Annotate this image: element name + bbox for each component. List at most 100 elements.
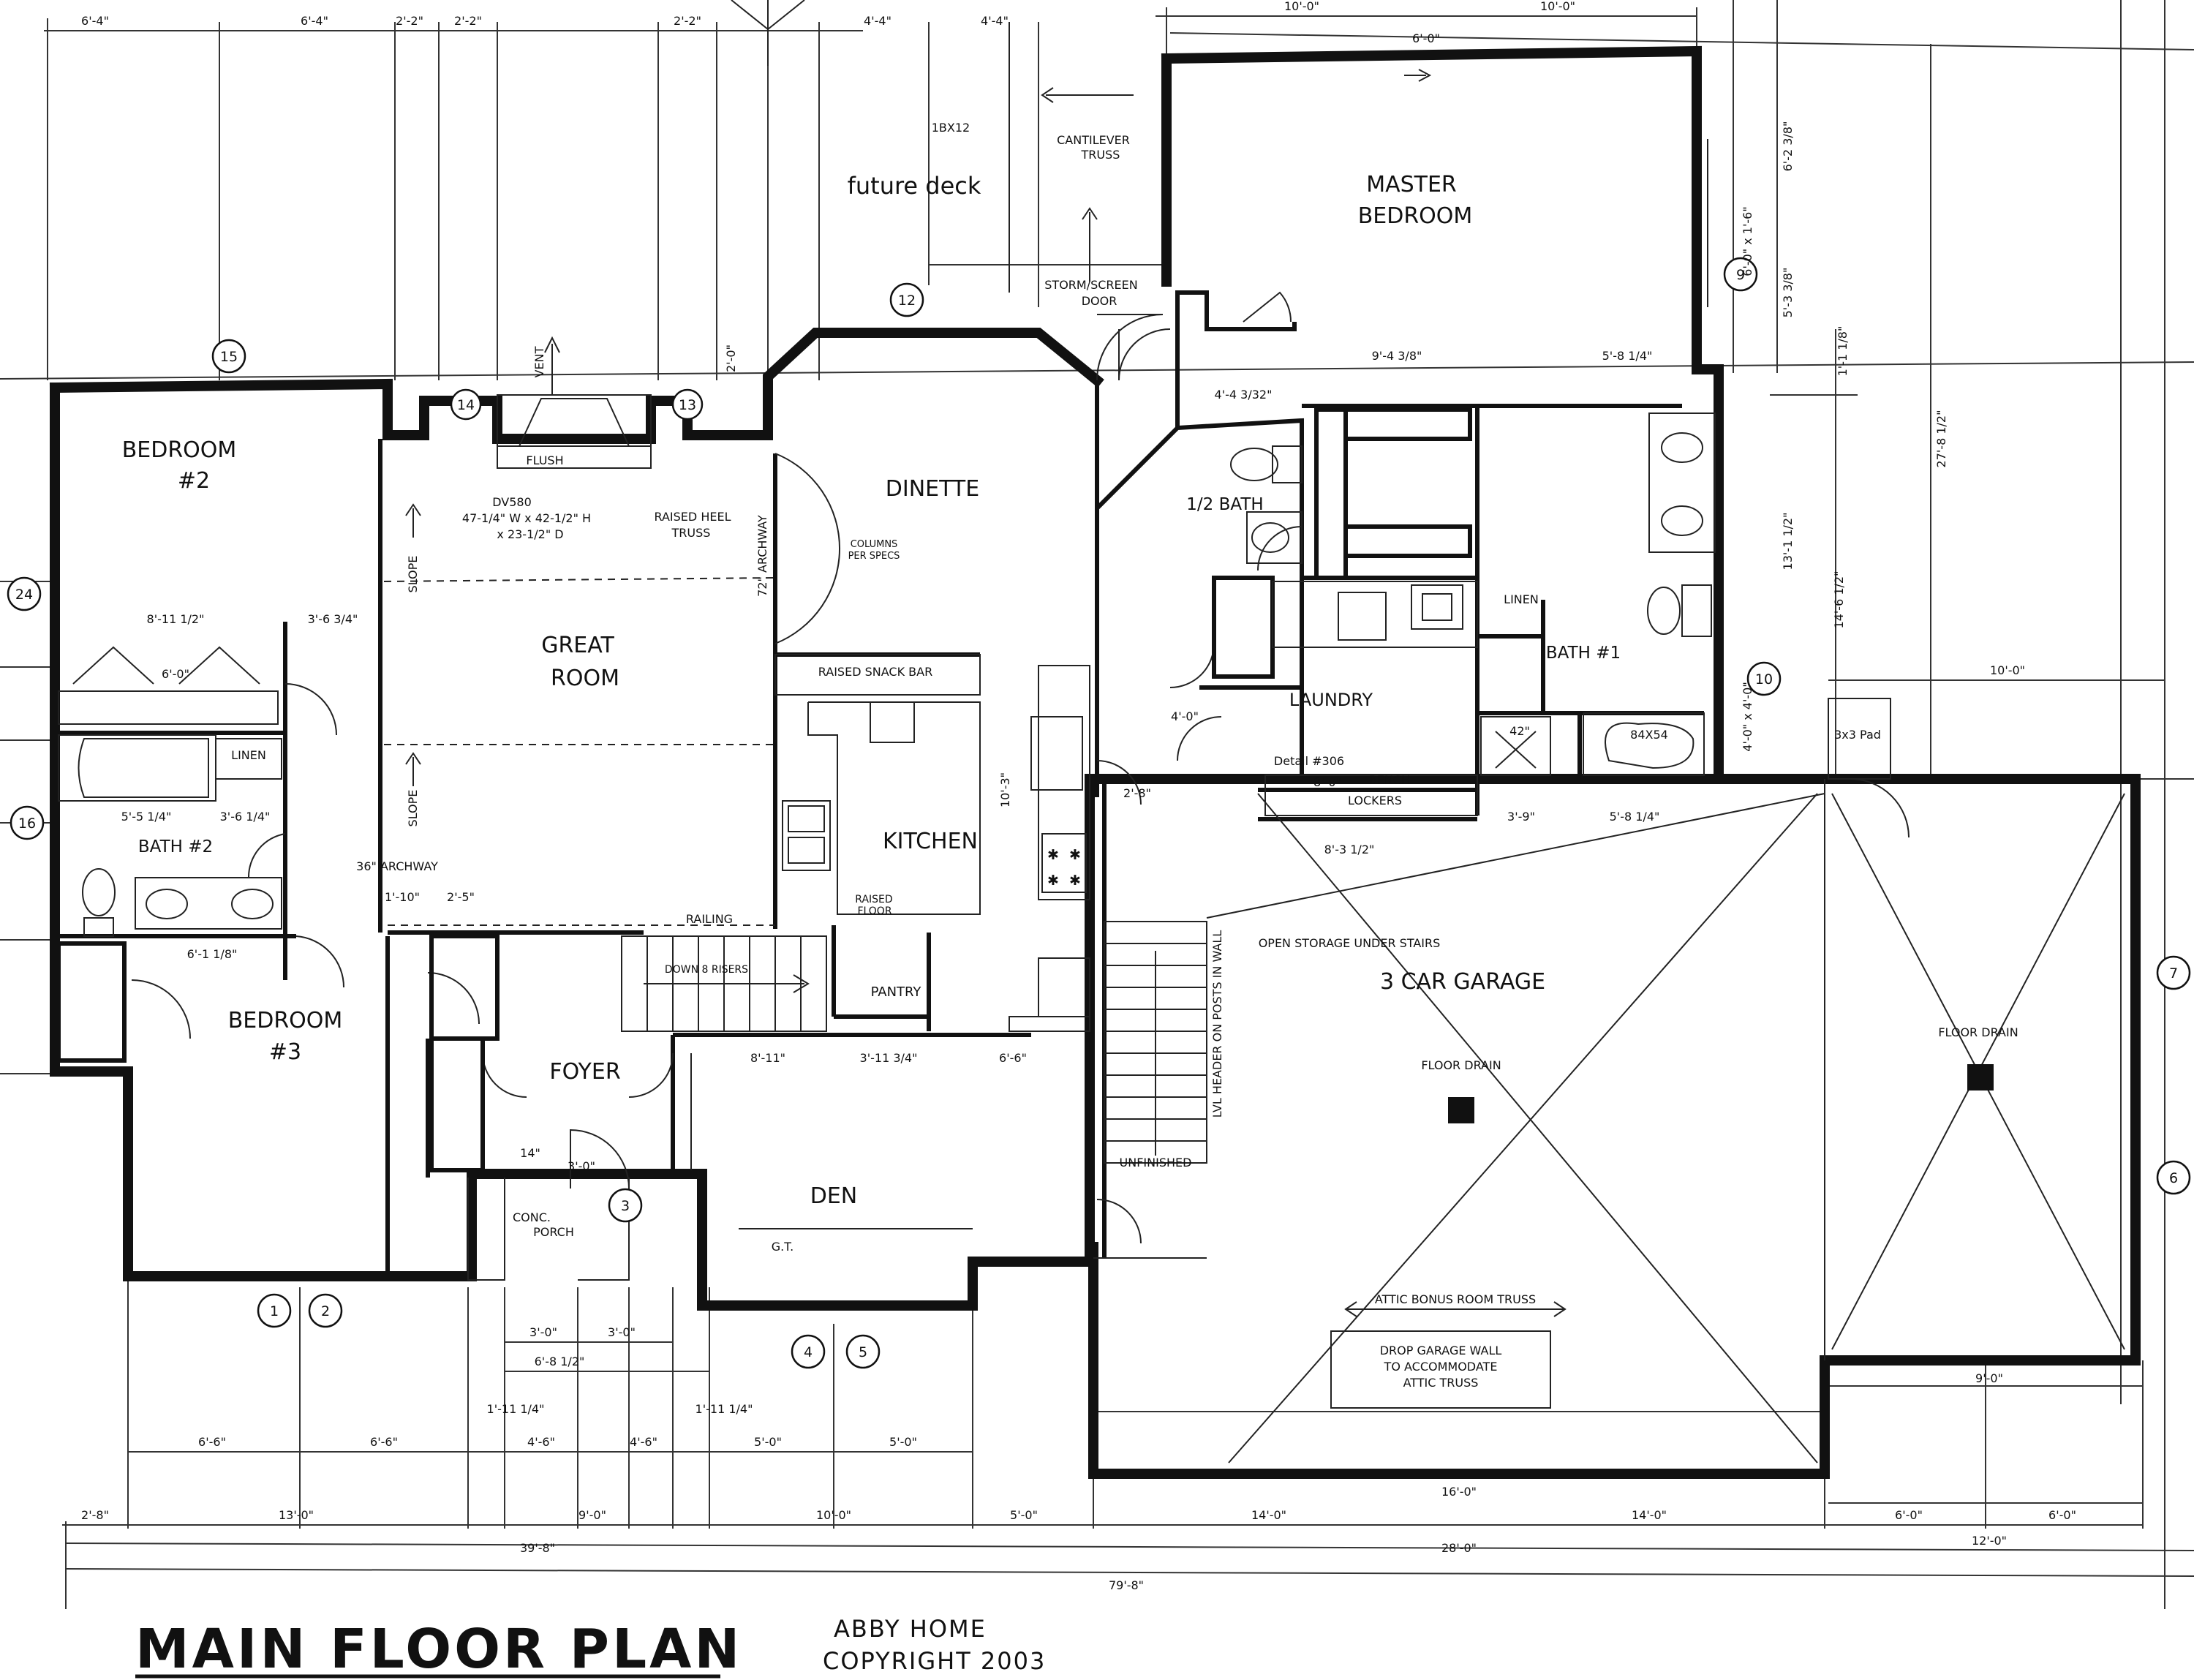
dim-int-21: 8'-0"	[1313, 775, 1341, 789]
label-porch-a: CONC.	[513, 1210, 551, 1224]
dim-b2-1: 2'-8"	[81, 1508, 109, 1522]
note-cantilever-1: CANTILEVER	[1057, 133, 1130, 147]
dim-int-17: 3'-9"	[1507, 810, 1535, 824]
label-linen-bath2: LINEN	[231, 748, 266, 762]
label-den: DEN	[810, 1183, 858, 1209]
label-foyer: FOYER	[549, 1059, 620, 1085]
note-archway-72: 72" ARCHWAY	[755, 515, 769, 597]
bubble-9: 9	[1736, 267, 1745, 283]
dim-b1-4: 4'-6"	[630, 1435, 657, 1449]
note-pad: 3x3 Pad	[1834, 728, 1881, 742]
dim-porch-2: 3'-0"	[608, 1325, 636, 1339]
note-slope-bottom: SLOPE	[406, 790, 420, 827]
svg-text:✱: ✱	[1069, 873, 1081, 889]
bubble-1: 1	[270, 1303, 279, 1319]
note-bench: BENCH	[1369, 773, 1410, 787]
dim-b2-8: 14'-0"	[1632, 1508, 1667, 1522]
dim-int-5: 3'-6 1/4"	[220, 810, 271, 824]
dim-int-10: 3'-11 3/4"	[860, 1051, 918, 1065]
dim-b2-9: 6'-0"	[1895, 1508, 1923, 1522]
bubble-14: 14	[457, 397, 475, 413]
garage-interior	[1093, 698, 2125, 1464]
grid-bubbles: 15 14 13 12 9 24 16 10 7 6 3 1 2 4 5	[7, 257, 2191, 1369]
label-great-room-a: GREAT	[541, 633, 614, 658]
note-fireplace-3: x 23-1/2" D	[497, 527, 563, 541]
dim-int-3: 6'-0"	[162, 667, 189, 681]
dim-b2-10: 6'-0"	[2048, 1508, 2076, 1522]
label-garage: 3 CAR GARAGE	[1380, 969, 1545, 995]
dim-top-9: 10'-0"	[1540, 0, 1575, 13]
note-lockers: LOCKERS	[1348, 794, 1402, 807]
dim-b3-2: 28'-0"	[1441, 1541, 1477, 1555]
dim-b1-3: 4'-6"	[527, 1435, 555, 1449]
note-fireplace-2: 47-1/4" W x 42-1/2" H	[462, 511, 591, 525]
label-laundry: LAUNDRY	[1289, 690, 1373, 710]
dim-b1-1: 6'-6"	[198, 1435, 226, 1449]
stairs-down	[621, 935, 827, 1032]
label-porch-b: PORCH	[533, 1225, 574, 1239]
label-bath1: BATH #1	[1546, 644, 1621, 663]
note-raised-floor-2: FLOOR	[857, 905, 891, 917]
note-storm-1: STORM/SCREEN	[1044, 278, 1137, 292]
note-drop-wall-1: DROP GARAGE WALL	[1380, 1344, 1502, 1357]
note-slope-top: SLOPE	[406, 556, 420, 593]
note-tub: 84X54	[1630, 728, 1668, 742]
dim-int-23: 2'-8"	[1123, 786, 1151, 800]
svg-text:✱: ✱	[1047, 847, 1059, 863]
label-bath2: BATH #2	[138, 837, 213, 856]
bubble-4: 4	[804, 1344, 813, 1360]
dim-r-4: 27'-8 1/2"	[1934, 410, 1948, 468]
dim-porch-4: 1'-11 1/4"	[487, 1402, 545, 1416]
bubble-5: 5	[859, 1344, 867, 1360]
note-railing: RAILING	[686, 912, 733, 926]
bubble-6: 6	[2169, 1170, 2178, 1186]
dim-int-7: 2'-5"	[447, 890, 475, 904]
dim-int-9: 8'-11"	[750, 1051, 785, 1065]
dim-r-3: 1'-1 1/8"	[1836, 326, 1850, 377]
dim-int-19: 10'-0"	[1990, 663, 2025, 677]
dim-int-20: 9'-0"	[1975, 1371, 2003, 1385]
note-detail: Detail #306	[1274, 754, 1344, 768]
label-unfinished: UNFINISHED	[1120, 1156, 1192, 1169]
dim-int-8: 1'-10"	[385, 890, 420, 904]
note-columns-1: COLUMNS	[851, 539, 898, 550]
note-lvl-header: LVL HEADER ON POSTS IN WALL	[1210, 930, 1224, 1118]
note-beam: 1BX12	[932, 121, 970, 135]
copyright-line-2: COPYRIGHT 2003	[823, 1647, 1046, 1675]
bubble-13: 13	[679, 397, 696, 413]
bubble-2: 2	[321, 1303, 330, 1319]
bubble-12: 12	[898, 293, 916, 309]
label-linen-bath1: LINEN	[1504, 592, 1539, 606]
plan-title: MAIN FLOOR PLAN	[135, 1618, 742, 1680]
note-fireplace-1: DV580	[492, 495, 532, 509]
dim-int-2: 3'-6 3/4"	[308, 612, 358, 626]
label-master-a: MASTER	[1366, 172, 1457, 197]
dim-porch-5: 1'-11 1/4"	[695, 1402, 753, 1416]
dim-int-4: 5'-5 1/4"	[121, 810, 172, 824]
dim-top-4: 2'-2"	[454, 14, 482, 28]
note-raised-floor-1: RAISED	[855, 894, 892, 905]
dim-int-15: 4'-4 3/32"	[1215, 388, 1273, 402]
dim-int-1: 8'-11 1/2"	[147, 612, 205, 626]
dim-porch-1: 3'-0"	[529, 1325, 557, 1339]
dim-int-22: 4'-0"	[1171, 709, 1199, 723]
dim-int-11: 6'-6"	[999, 1051, 1027, 1065]
title-block: MAIN FLOOR PLAN ABBY HOME COPYRIGHT 2003	[135, 1615, 1046, 1680]
dim-top-8: 10'-0"	[1284, 0, 1319, 13]
note-vent: VENT	[532, 346, 546, 377]
note-raised-heel-2: TRUSS	[671, 526, 711, 540]
label-great-room-b: ROOM	[551, 666, 619, 691]
dim-b3-3: 12'-0"	[1972, 1534, 2007, 1548]
dim-top-3: 2'-2"	[396, 14, 423, 28]
bubble-16: 16	[18, 815, 36, 832]
dim-top-5: 2'-2"	[674, 14, 701, 28]
dim-b1-6: 5'-0"	[889, 1435, 917, 1449]
dim-top-1: 6'-4"	[81, 14, 109, 28]
svg-text:✱: ✱	[1069, 847, 1081, 863]
dim-b2-5: 5'-0"	[1010, 1508, 1038, 1522]
dim-b2-2: 13'-0"	[279, 1508, 314, 1522]
label-pantry: PANTRY	[871, 984, 922, 1000]
label-master-b: BEDROOM	[1358, 203, 1473, 229]
note-drop-wall-2: TO ACCOMMODATE	[1384, 1360, 1498, 1374]
label-bedroom3-b: #3	[269, 1039, 301, 1065]
